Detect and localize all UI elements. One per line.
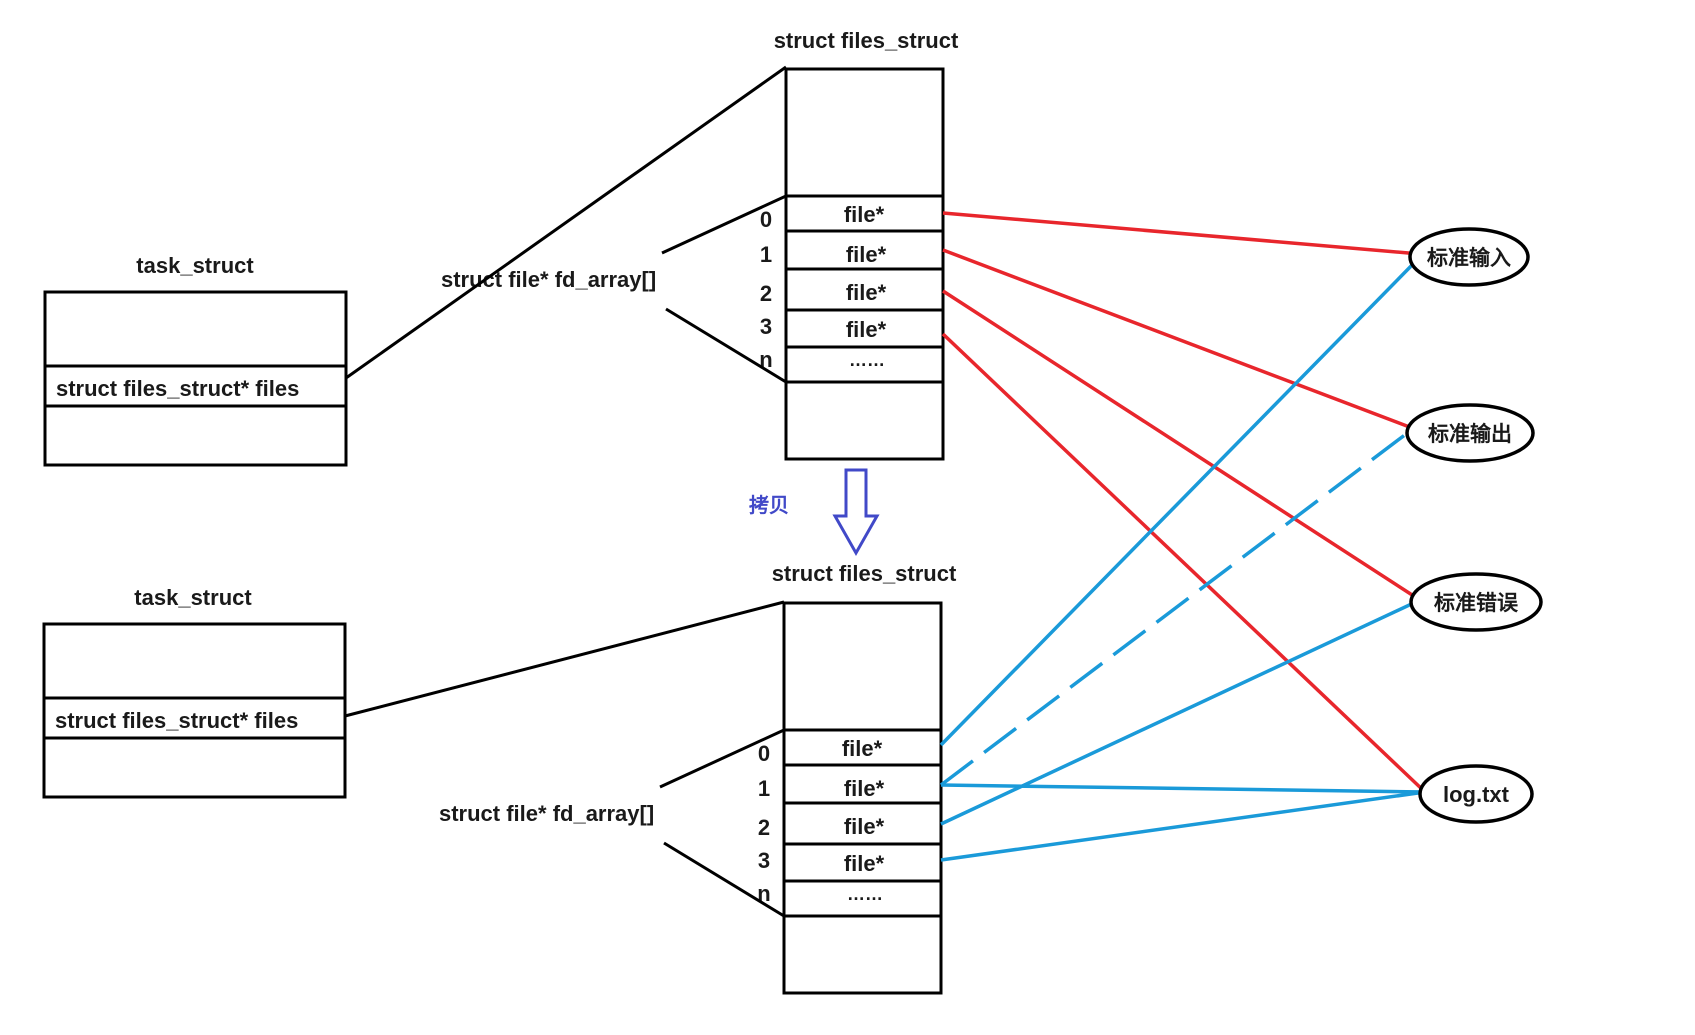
stderr-label: 标准错误 xyxy=(1434,591,1519,615)
link-fd2-stderr xyxy=(940,598,1421,826)
top-task-struct-box xyxy=(43,290,348,467)
stdout-label: 标准输出 xyxy=(1428,422,1512,446)
fd-cell-0: file* xyxy=(842,736,883,761)
bottom-process: task_struct struct files_struct* files s… xyxy=(42,561,957,995)
top-fd-bracket-upper xyxy=(661,194,787,255)
fd-index-1: 1 xyxy=(758,776,770,801)
top-task-struct-title: task_struct xyxy=(136,253,254,278)
fd-cell-2: file* xyxy=(846,280,887,305)
top-fd-bracket-lower xyxy=(665,307,787,384)
bottom-task-struct-files-field: struct files_struct* files xyxy=(55,708,298,733)
fd-cell-1: file* xyxy=(846,242,887,267)
fd-cell-0: file* xyxy=(844,202,885,227)
link-fd2-stderr xyxy=(942,289,1424,604)
fd-cell-3: file* xyxy=(846,317,887,342)
bottom-files-struct-title: struct files_struct xyxy=(772,561,957,586)
top-files-struct-title: struct files_struct xyxy=(774,28,959,53)
link-fd0-stdin xyxy=(939,259,1418,747)
link-fd1-stdout xyxy=(942,248,1421,433)
link-fd3-logfile xyxy=(940,790,1426,862)
bottom-task-struct-title: task_struct xyxy=(134,585,252,610)
copy-label: 拷贝 xyxy=(749,494,789,517)
bottom-fd-bracket-upper xyxy=(659,728,785,789)
top-fd-array-label: struct file* fd_array[] xyxy=(441,267,656,292)
top-process: task_struct struct files_struct* files s… xyxy=(43,28,959,467)
logfile-label: log.txt xyxy=(1443,782,1510,807)
top-files-pointer-line xyxy=(345,65,787,380)
bottom-task-struct-box xyxy=(42,622,347,799)
stderr-node xyxy=(1409,572,1543,632)
bottom-fd-bracket-lower xyxy=(663,841,785,918)
fd-index-2: 2 xyxy=(758,815,770,840)
fd-cell-n: …… xyxy=(849,350,885,370)
fd-index-0: 0 xyxy=(758,741,770,766)
fd-index-0: 0 xyxy=(760,207,772,232)
bottom-files-struct-box xyxy=(782,601,943,995)
copy-indicator: 拷贝 xyxy=(749,468,880,557)
fd-index-n: n xyxy=(759,347,772,372)
fd-index-3: 3 xyxy=(760,314,772,339)
down-arrow-icon xyxy=(832,468,880,557)
child-fd-links xyxy=(939,259,1426,862)
fd-cell-1: file* xyxy=(844,776,885,801)
stdout-node xyxy=(1405,403,1535,463)
link-fd0-stdin xyxy=(942,211,1421,256)
stdin-node xyxy=(1408,227,1530,287)
fd-index-1: 1 xyxy=(760,242,772,267)
bottom-files-pointer-line xyxy=(344,600,785,718)
top-files-struct-box xyxy=(784,67,945,461)
top-task-struct-files-field: struct files_struct* files xyxy=(56,376,299,401)
stdin-label: 标准输入 xyxy=(1427,246,1511,270)
fd-index-3: 3 xyxy=(758,848,770,873)
fd-cell-2: file* xyxy=(844,814,885,839)
logfile-node xyxy=(1418,764,1534,824)
fd-index-n: n xyxy=(757,881,770,906)
fd-cell-3: file* xyxy=(844,851,885,876)
link-fd1-stdout xyxy=(939,423,1420,787)
fd-cell-n: …… xyxy=(847,884,883,904)
link-fd3-logfile xyxy=(941,332,1427,794)
parent-fd-links xyxy=(941,211,1427,794)
bottom-fd-array-label: struct file* fd_array[] xyxy=(439,801,654,826)
fd-index-2: 2 xyxy=(760,281,772,306)
target-files: 标准输入 标准输出 标准错误 log.txt xyxy=(1405,227,1543,824)
